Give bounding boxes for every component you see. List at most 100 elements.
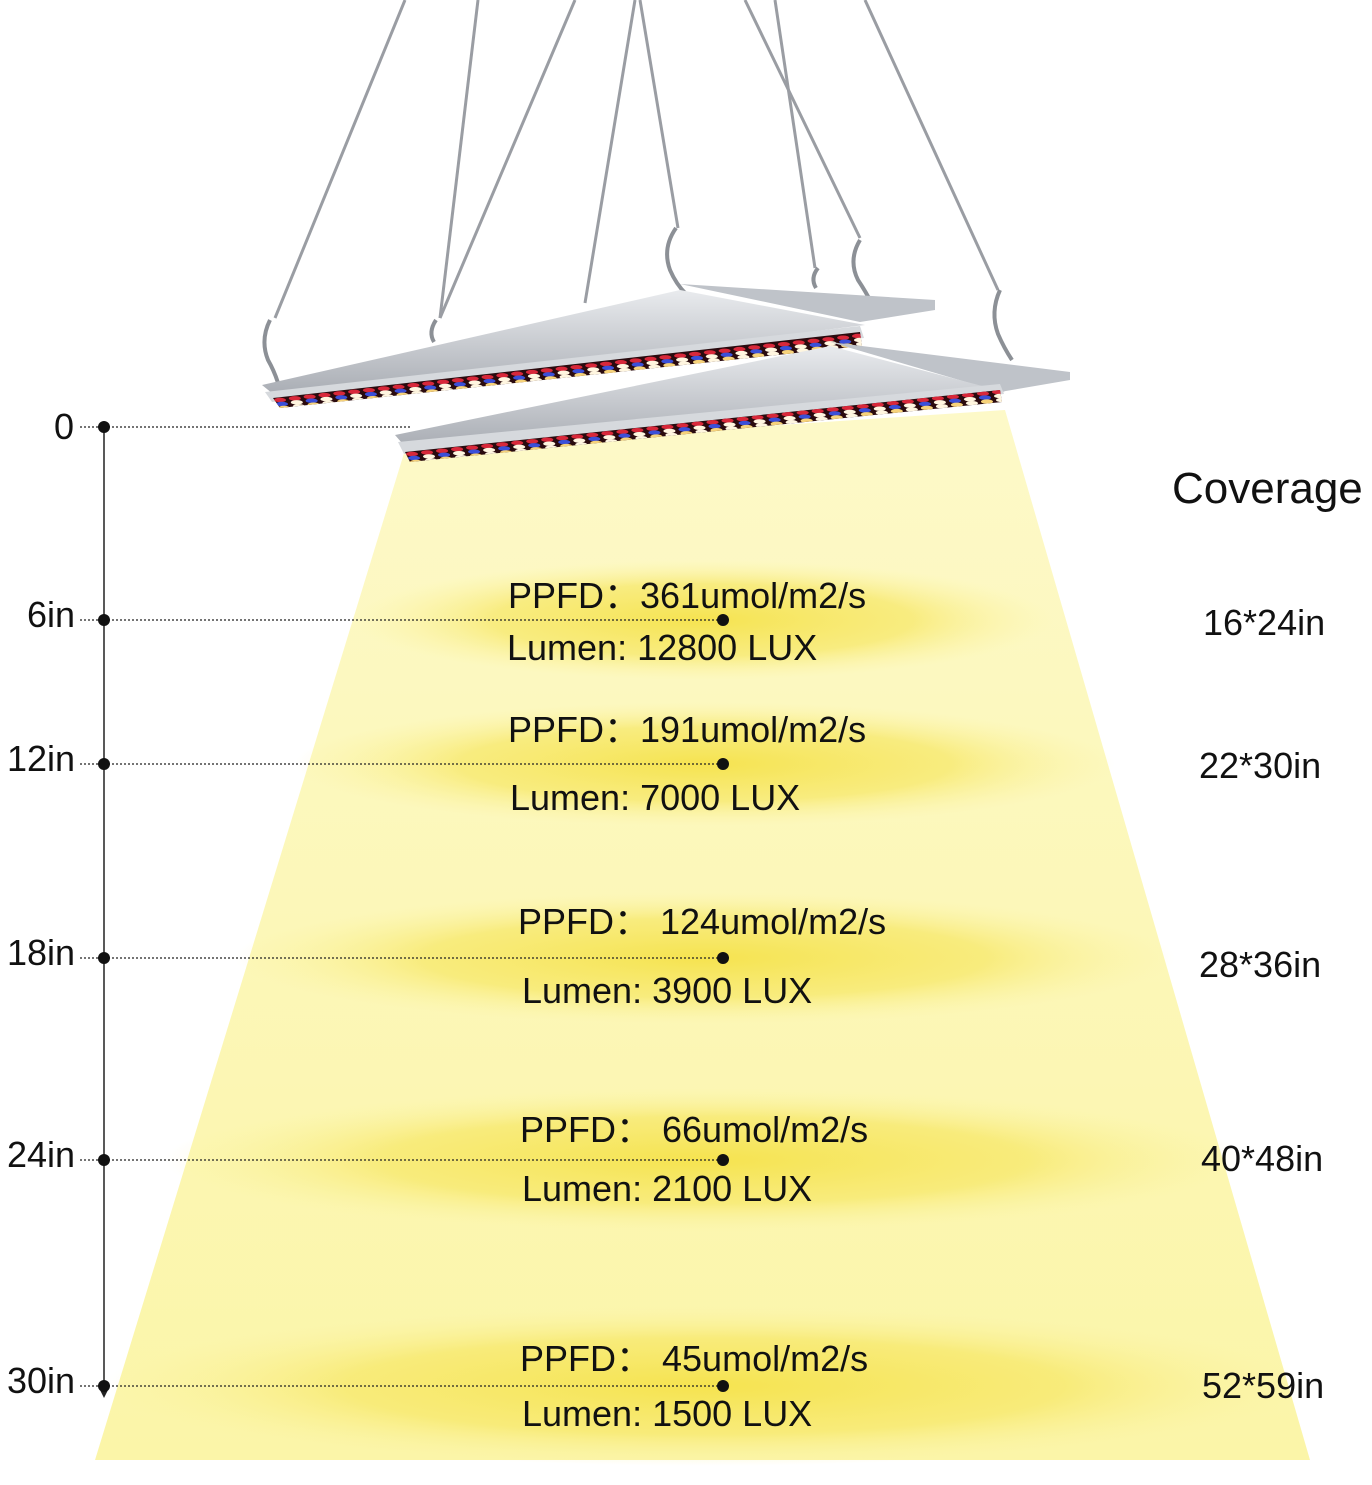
led-dot [824, 341, 837, 346]
led-dot [543, 441, 556, 446]
ppfd-value: PPFD：361umol/m2/s [508, 575, 866, 616]
led-dot [422, 381, 435, 386]
center-dot [717, 1380, 729, 1392]
led-dot [392, 384, 405, 390]
led-dot [837, 335, 850, 340]
axis-dot [98, 1154, 110, 1166]
led-dot [481, 443, 494, 449]
led-dot [856, 341, 862, 347]
led-dot [513, 444, 526, 450]
hanging-cables [273, 0, 1000, 319]
axis-dot [98, 758, 110, 770]
led-dot [292, 404, 305, 408]
led-dot [994, 393, 1002, 399]
height-label: 6in [27, 594, 75, 635]
led-dot [525, 369, 538, 375]
hanger-hooks [262, 226, 1014, 391]
led-dot [644, 356, 657, 362]
led-dot [527, 373, 540, 379]
led-dot [441, 387, 454, 393]
led-dot [735, 350, 748, 356]
led-dot [544, 376, 557, 381]
ppfd-value: PPFD： 66umol/m2/s [520, 1109, 868, 1150]
led-dot [920, 405, 933, 411]
led-dot [604, 369, 617, 375]
led-dot [648, 430, 661, 435]
lumen-value: Lumen: 1500 LUX [522, 1393, 812, 1434]
led-dot [815, 416, 828, 422]
led-dot [722, 356, 735, 361]
led-dot [886, 400, 899, 406]
led-dot [542, 372, 555, 377]
led-dot [602, 365, 615, 371]
led-dot [763, 343, 776, 349]
led-dot [411, 391, 424, 396]
height-scale-arrow [100, 1390, 108, 1398]
led-dot [437, 379, 450, 385]
led-dot [781, 350, 794, 355]
led-dot [394, 388, 407, 394]
led-dot [783, 416, 796, 421]
led-dot [781, 412, 794, 417]
led-dot [720, 352, 733, 357]
led-dot [811, 408, 824, 414]
led-dot [571, 434, 584, 439]
led-dot [574, 372, 587, 378]
led-dot [860, 412, 873, 417]
led-dot [751, 415, 764, 420]
led-dot [540, 368, 553, 373]
led-dot [933, 400, 946, 405]
led-dot [723, 422, 736, 427]
led-dot [688, 351, 701, 357]
led-dot [792, 340, 805, 345]
led-dot [589, 371, 602, 376]
led-dot [661, 424, 674, 430]
led-dot [421, 450, 434, 455]
led-dot [451, 378, 464, 383]
led-dot [828, 411, 841, 416]
led-dot [901, 399, 914, 404]
lumen-value: Lumen: 2100 LUX [522, 1168, 812, 1209]
led-dot [588, 436, 601, 442]
led-dot [305, 398, 318, 403]
led-dot [839, 339, 852, 344]
center-dot [717, 614, 729, 626]
led-dot [381, 394, 394, 399]
led-dot [426, 389, 439, 394]
led-dot [559, 374, 572, 380]
height-label: 18in [7, 932, 75, 973]
led-dot [748, 345, 761, 350]
led-dot [438, 452, 451, 458]
led-dot [976, 391, 989, 396]
led-dot [278, 405, 290, 408]
led-dot [888, 404, 901, 410]
led-dot [875, 410, 888, 415]
led-dot [558, 439, 571, 445]
led-dot [468, 449, 481, 454]
led-dot [555, 366, 568, 372]
axis-dot [98, 614, 110, 626]
led-dot [691, 421, 704, 426]
center-dot [717, 1154, 729, 1166]
led-dot [352, 397, 365, 402]
led-dot [466, 376, 479, 381]
led-dot [366, 395, 379, 401]
led-dot [963, 396, 976, 402]
led-dot [931, 396, 944, 401]
led-dot [633, 366, 646, 371]
led-dot [703, 350, 716, 355]
led-dot [483, 447, 496, 453]
led-dot [290, 400, 303, 405]
height-label: 30in [7, 1360, 75, 1401]
led-dot [841, 405, 854, 411]
led-dot [528, 443, 541, 448]
led-dot [796, 410, 809, 415]
led-dot [676, 423, 689, 428]
led-dot [890, 408, 903, 414]
led-dot [854, 337, 862, 343]
led-dot [873, 406, 886, 411]
lumen-value: Lumen: 12800 LUX [507, 627, 817, 668]
